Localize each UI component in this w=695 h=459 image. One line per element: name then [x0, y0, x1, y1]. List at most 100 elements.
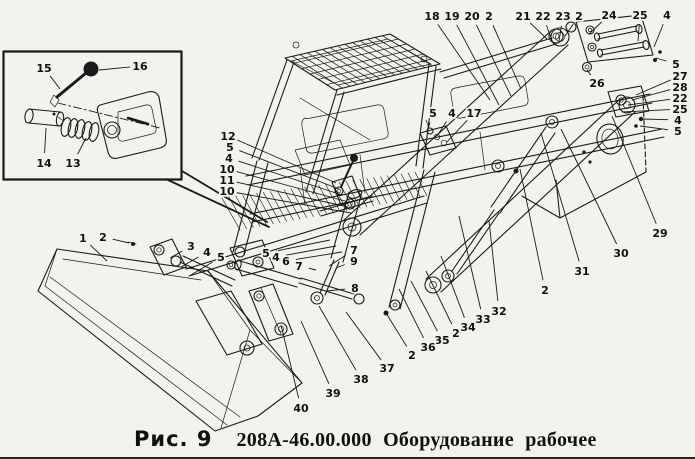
leader-line-16 [98, 66, 131, 71]
callout-40: 40 [293, 402, 309, 415]
leader-line-34 [440, 255, 465, 318]
cab-frame [251, 33, 529, 195]
callout-5: 5 [226, 141, 234, 154]
leader-line-39 [300, 320, 330, 385]
pin-detail [24, 108, 65, 127]
leader-line-2 [425, 270, 453, 325]
callout-24: 24 [601, 9, 617, 22]
callout-7: 7 [350, 244, 358, 257]
callout-20: 20 [464, 10, 480, 23]
callout-31: 31 [574, 265, 589, 278]
leader-line-10 [236, 192, 352, 214]
leader-line-14 [44, 127, 47, 154]
leader-line-25 [637, 24, 640, 42]
callout-38: 38 [353, 373, 368, 386]
callout-22: 22 [672, 92, 687, 105]
leader-line-4 [642, 118, 669, 121]
leader-line-31 [540, 132, 580, 262]
leader-line-7 [308, 267, 317, 271]
leader-line-8 [326, 288, 346, 292]
callout-4: 4 [272, 251, 280, 264]
leader-line-1 [89, 244, 108, 262]
leader-line-19 [456, 24, 500, 106]
lever-knob [350, 154, 358, 162]
leader-line-22 [546, 25, 554, 44]
callout-34: 34 [460, 321, 476, 334]
leader-line-2 [385, 312, 408, 347]
callout-15: 15 [36, 62, 51, 75]
leader-line-17 [446, 120, 468, 143]
lever-assembly [319, 119, 519, 316]
leader-line-3 [169, 250, 183, 259]
inset-box [2, 50, 270, 228]
callout-23: 23 [555, 10, 570, 23]
callout-39: 39 [325, 387, 340, 400]
leader-line-7 [328, 255, 346, 267]
callout-30: 30 [613, 247, 629, 260]
leader-line-37 [345, 311, 382, 361]
callout-2: 2 [575, 10, 583, 23]
leader-line-13 [77, 137, 87, 155]
callout-5: 5 [672, 58, 680, 71]
leader-line-5 [639, 125, 669, 131]
leader-line-5 [655, 57, 667, 62]
callout-2: 2 [485, 10, 493, 23]
callout-8: 8 [351, 282, 359, 295]
callout-10: 10 [219, 163, 235, 176]
lever-knob-detail [83, 61, 99, 77]
callout-3: 3 [187, 240, 195, 253]
lever-handle [55, 71, 88, 99]
leader-line-28 [631, 89, 671, 101]
leader-line-26 [586, 69, 592, 76]
leader-line-35 [410, 280, 438, 332]
callout-19: 19 [444, 10, 459, 23]
bucket-linkage [127, 195, 428, 356]
callout-4: 4 [448, 107, 456, 120]
leader-line-30 [560, 128, 618, 245]
callout-4: 4 [663, 9, 671, 22]
leader-line-11 [236, 181, 349, 208]
leader-line-36 [398, 288, 424, 339]
callout-10: 10 [219, 185, 235, 198]
leader-line-27 [635, 79, 671, 96]
leader-line-2 [564, 23, 574, 37]
callout-26: 26 [589, 77, 605, 90]
top-right-bracket [548, 14, 662, 73]
callout-4: 4 [203, 246, 211, 259]
callout-7: 7 [295, 260, 303, 273]
leader-line-2 [519, 168, 544, 281]
callout-14: 14 [36, 157, 52, 170]
callout-2: 2 [408, 349, 416, 362]
leader-line-2 [112, 238, 130, 244]
leader-line-24 [588, 21, 603, 35]
leader-line-29 [611, 115, 657, 224]
leader-line-5 [239, 150, 340, 190]
leader-line-4 [436, 121, 447, 137]
inset-pointer-lines [167, 170, 270, 228]
callout-37: 37 [379, 362, 394, 375]
callout-5: 5 [262, 247, 270, 260]
leader-line-22 [627, 98, 671, 106]
callout-5: 5 [429, 107, 437, 120]
callout-32: 32 [491, 305, 506, 318]
leader-line-4 [180, 256, 199, 268]
callout-28: 28 [672, 81, 687, 94]
callout-2: 2 [99, 231, 107, 244]
roof-grid [292, 35, 433, 89]
leader-line-6 [295, 251, 343, 260]
callout-22: 22 [535, 10, 550, 23]
scan-edge [0, 457, 695, 459]
bracket-detail [96, 91, 167, 159]
callout-6: 6 [282, 255, 290, 268]
callout-12: 12 [220, 130, 235, 143]
callout-16: 16 [132, 60, 148, 73]
leader-line-5 [275, 239, 331, 252]
callout-25: 25 [672, 103, 687, 116]
bucket [37, 248, 303, 432]
callout-4: 4 [225, 152, 233, 165]
callout-1: 1 [79, 232, 87, 245]
leader-line-5 [426, 122, 431, 133]
leader-line-32 [488, 220, 499, 302]
leader-line-4 [238, 160, 343, 196]
